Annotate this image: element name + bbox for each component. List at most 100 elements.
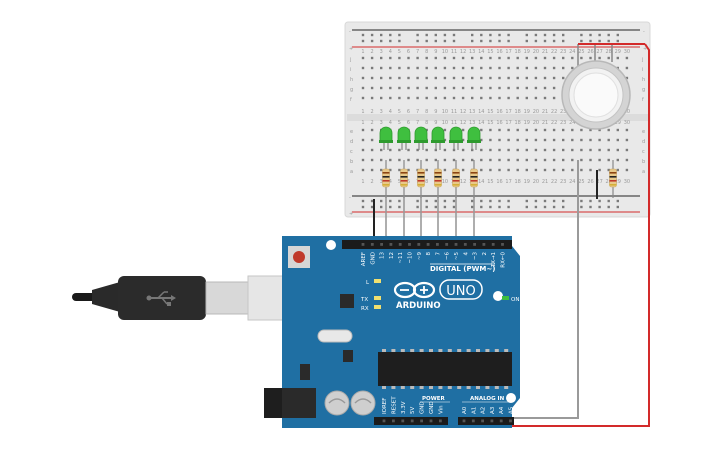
breadboard-hole[interactable] [616, 138, 619, 142]
breadboard-hole[interactable] [452, 86, 456, 90]
breadboard-hole[interactable] [370, 56, 374, 60]
rail-hole[interactable] [416, 39, 419, 43]
breadboard-hole[interactable] [489, 76, 492, 80]
breadboard-hole[interactable] [625, 76, 629, 80]
rail-hole[interactable] [489, 39, 492, 43]
breadboard-hole[interactable] [361, 86, 365, 90]
digital-pin[interactable] [389, 243, 393, 246]
analog-pin[interactable] [509, 419, 512, 423]
breadboard-hole[interactable] [416, 76, 419, 80]
breadboard-hole[interactable] [562, 66, 565, 70]
breadboard-hole[interactable] [625, 148, 629, 152]
breadboard-hole[interactable] [471, 76, 474, 80]
breadboard-hole[interactable] [489, 128, 492, 132]
breadboard-hole[interactable] [552, 158, 556, 162]
breadboard-hole[interactable] [370, 128, 374, 132]
breadboard-hole[interactable] [407, 76, 410, 80]
rail-hole[interactable] [471, 39, 474, 43]
breadboard-hole[interactable] [552, 76, 556, 80]
breadboard-hole[interactable] [598, 148, 601, 152]
breadboard-hole[interactable] [489, 56, 492, 60]
breadboard-hole[interactable] [525, 148, 528, 152]
breadboard-hole[interactable] [562, 148, 565, 152]
breadboard-hole[interactable] [498, 158, 501, 162]
breadboard-hole[interactable] [589, 128, 592, 132]
breadboard-hole[interactable] [361, 66, 365, 70]
rail-hole[interactable] [425, 199, 428, 203]
breadboard-hole[interactable] [498, 138, 501, 142]
led-6[interactable] [467, 126, 481, 143]
breadboard-hole[interactable] [543, 128, 547, 132]
breadboard-hole[interactable] [598, 56, 601, 60]
breadboard-hole[interactable] [498, 128, 501, 132]
power-pin[interactable] [401, 419, 405, 423]
breadboard-hole[interactable] [380, 56, 383, 60]
analog-pin[interactable] [481, 419, 484, 423]
breadboard-hole[interactable] [361, 56, 365, 60]
breadboard-hole[interactable] [543, 138, 547, 142]
breadboard-hole[interactable] [398, 148, 401, 152]
rail-hole[interactable] [552, 33, 556, 37]
power-jack-body[interactable] [282, 388, 316, 418]
rail-hole[interactable] [534, 199, 538, 203]
breadboard-hole[interactable] [552, 56, 556, 60]
breadboard-hole[interactable] [625, 128, 629, 132]
rail-hole[interactable] [471, 205, 474, 209]
breadboard-hole[interactable] [589, 56, 592, 60]
breadboard-hole[interactable] [452, 96, 456, 100]
breadboard-hole[interactable] [425, 56, 428, 60]
breadboard-hole[interactable] [543, 66, 547, 70]
breadboard-hole[interactable] [480, 138, 483, 142]
breadboard-hole[interactable] [461, 66, 465, 70]
rail-hole[interactable] [562, 39, 565, 43]
breadboard-hole[interactable] [452, 66, 456, 70]
breadboard-hole[interactable] [498, 56, 501, 60]
breadboard-hole[interactable] [370, 66, 374, 70]
breadboard-hole[interactable] [525, 138, 528, 142]
breadboard-hole[interactable] [598, 158, 601, 162]
digital-pin[interactable] [463, 243, 467, 246]
breadboard-hole[interactable] [543, 168, 547, 172]
breadboard-hole[interactable] [562, 76, 565, 80]
digital-pin[interactable] [482, 243, 486, 246]
rail-hole[interactable] [607, 199, 610, 203]
breadboard-hole[interactable] [571, 56, 574, 60]
rail-hole[interactable] [489, 33, 492, 37]
rail-hole[interactable] [589, 39, 592, 43]
rail-hole[interactable] [552, 205, 556, 209]
breadboard-hole[interactable] [498, 96, 501, 100]
breadboard-hole[interactable] [589, 138, 592, 142]
breadboard-hole[interactable] [407, 168, 410, 172]
rail-hole[interactable] [361, 199, 365, 203]
breadboard-hole[interactable] [461, 168, 465, 172]
resistors[interactable] [382, 160, 617, 198]
breadboard-hole[interactable] [534, 138, 538, 142]
reset-button-cap[interactable] [293, 251, 305, 263]
rail-hole[interactable] [416, 199, 419, 203]
power-jack[interactable] [264, 388, 282, 418]
rail-hole[interactable] [534, 39, 538, 43]
breadboard-hole[interactable] [452, 76, 456, 80]
breadboard-hole[interactable] [461, 128, 465, 132]
rail-hole[interactable] [425, 205, 428, 209]
breadboard-hole[interactable] [607, 158, 610, 162]
breadboard-hole[interactable] [398, 96, 401, 100]
breadboard-hole[interactable] [598, 138, 601, 142]
power-pin[interactable] [420, 419, 423, 423]
breadboard-hole[interactable] [407, 96, 410, 100]
breadboard-hole[interactable] [525, 76, 528, 80]
breadboard-hole[interactable] [407, 56, 410, 60]
breadboard-hole[interactable] [443, 168, 447, 172]
breadboard-hole[interactable] [571, 158, 574, 162]
breadboard-hole[interactable] [407, 66, 410, 70]
breadboard-hole[interactable] [416, 86, 419, 90]
breadboard-hole[interactable] [525, 56, 528, 60]
breadboard-hole[interactable] [443, 86, 447, 90]
breadboard-hole[interactable] [616, 148, 619, 152]
rail-hole[interactable] [543, 205, 547, 209]
analog-pin[interactable] [490, 419, 494, 423]
breadboard-hole[interactable] [625, 138, 629, 142]
rail-hole[interactable] [380, 39, 383, 43]
breadboard-hole[interactable] [380, 168, 383, 172]
rail-hole[interactable] [616, 39, 619, 43]
